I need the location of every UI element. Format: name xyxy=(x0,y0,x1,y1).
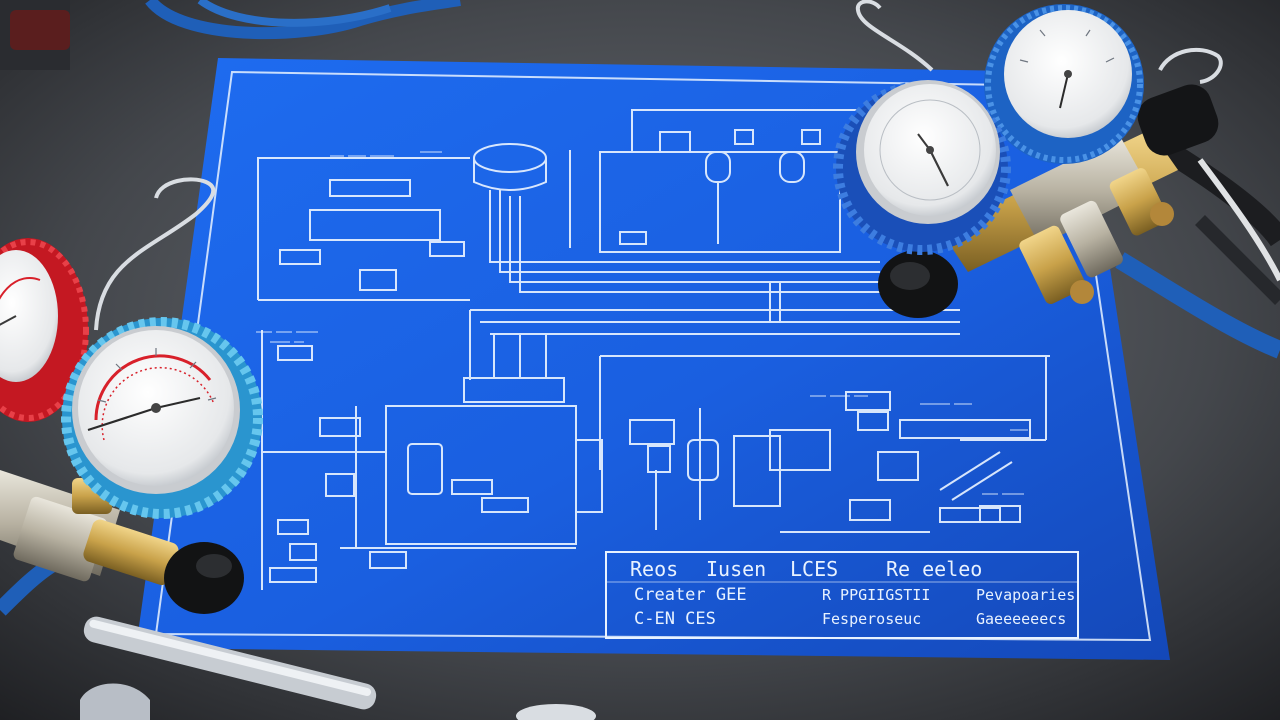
pressure-gauge-mid-right xyxy=(833,80,1011,255)
wrench xyxy=(80,616,596,720)
title-row2-a: Creater GEE xyxy=(634,585,747,605)
right-hose-dark-2 xyxy=(1195,215,1280,305)
top-hose-2 xyxy=(197,0,392,27)
right-hose-blue xyxy=(1115,252,1280,359)
title-row3-a: C-EN CES xyxy=(634,609,716,629)
top-left-fitting xyxy=(0,0,70,70)
schematic-lines xyxy=(257,109,1050,590)
hook-top xyxy=(855,0,934,72)
title-row1-b: Iusen xyxy=(706,557,766,581)
title-row1-c: LCES xyxy=(790,557,838,581)
title-row1-d: Re eeleo xyxy=(886,557,982,581)
title-row3-c: Gaeeeeeecs xyxy=(976,610,1066,628)
pressure-gauge-red-left xyxy=(0,238,89,422)
title-block: Reos Iusen LCES Re eeleo Creater GEE R P… xyxy=(605,551,1079,639)
right-manifold-knob xyxy=(878,250,958,318)
title-row3-b: Fesperoseuc xyxy=(822,610,921,628)
left-manifold-knob xyxy=(164,542,244,614)
hook-left xyxy=(94,177,216,331)
schematic-annotations xyxy=(256,151,1028,495)
right-hose-white xyxy=(1197,158,1280,282)
title-row2-b: R PPGIIGSTII xyxy=(822,586,930,604)
pressure-gauge-cyan-left xyxy=(61,317,263,519)
pressure-gauge-top-right xyxy=(984,4,1144,164)
title-row2-c: Pevapoaries xyxy=(976,586,1075,604)
left-manifold xyxy=(0,470,244,616)
title-row1-a: Reos xyxy=(630,557,678,581)
right-manifold xyxy=(878,47,1223,318)
top-hose xyxy=(145,0,461,40)
